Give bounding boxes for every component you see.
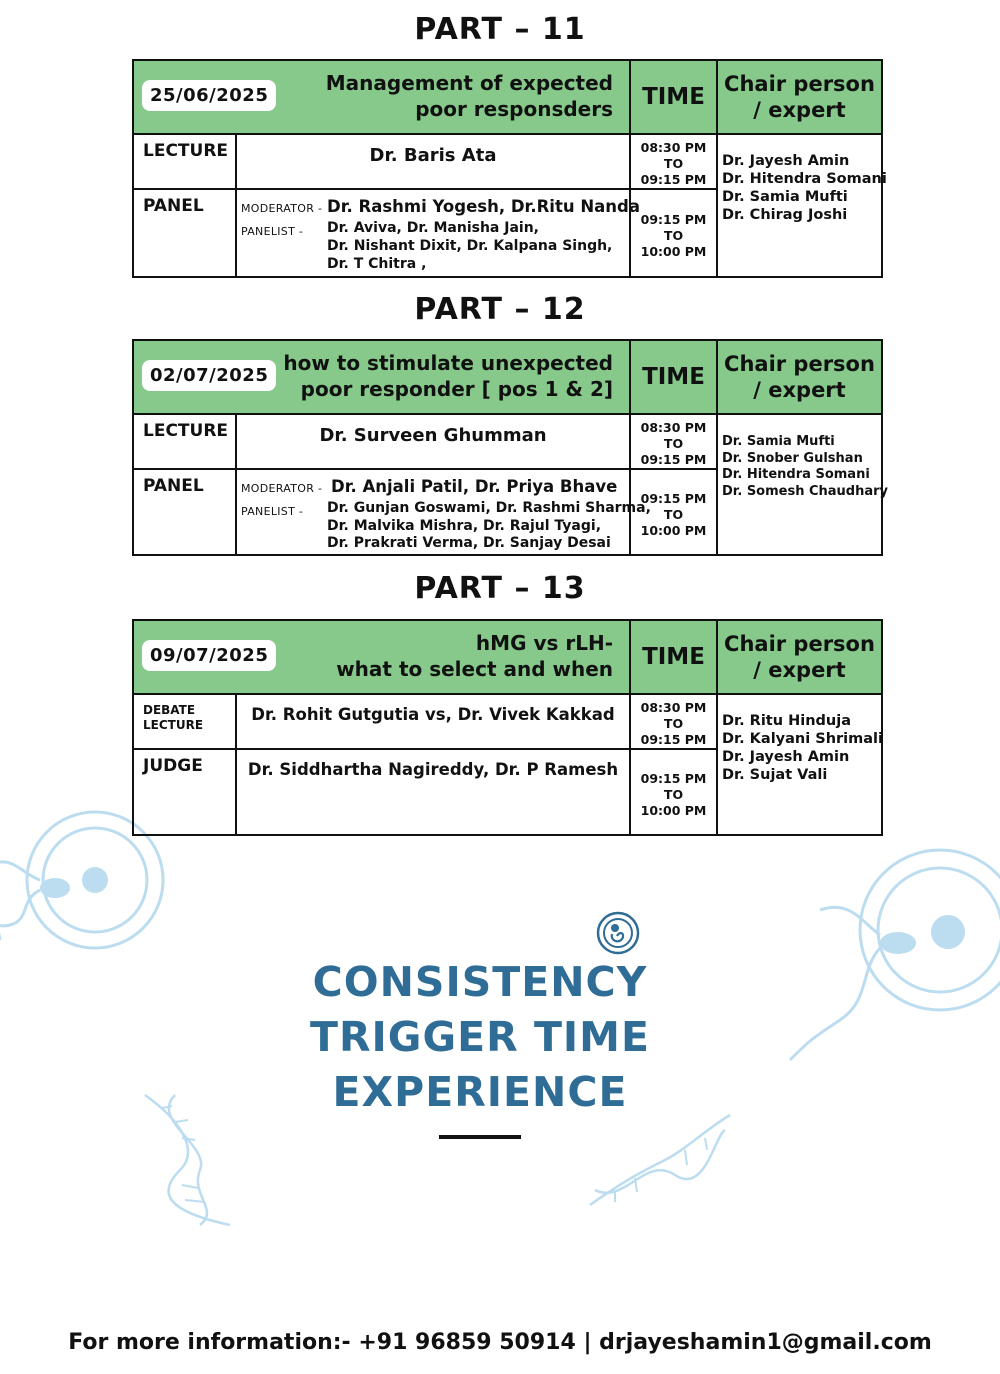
panel-details: MODERATOR - Dr. Anjali Patil, Dr. Priya … <box>235 468 651 556</box>
panel-details: MODERATOR - Dr. Rashmi Yogesh, Dr.Ritu N… <box>235 188 640 278</box>
lecture-speaker: Dr. Surveen Ghumman <box>235 413 631 470</box>
tagline-line: TRIGGER TIME <box>310 1013 650 1061</box>
tagline-line: EXPERIENCE <box>332 1068 628 1116</box>
tagline-line: CONSISTENCY <box>312 958 648 1006</box>
date-badge: 02/07/2025 <box>142 360 277 391</box>
session-type: LECTURE <box>132 413 237 470</box>
time-header: TIME <box>629 339 718 415</box>
debate-speakers: Dr. Rohit Gutgutia vs, Dr. Vivek Kakkad <box>235 693 631 750</box>
part-title: PART – 13 <box>414 571 586 606</box>
cell-illustration-left <box>0 810 165 950</box>
judge-names: Dr. Siddhartha Nagireddy, Dr. P Ramesh <box>235 748 631 836</box>
moderator-names: Dr. Anjali Patil, Dr. Priya Bhave <box>331 477 618 496</box>
part-title: PART – 11 <box>414 12 586 47</box>
session-type: PANEL <box>132 188 237 278</box>
session-topic: hMG vs rLH-what to select and when <box>336 631 613 681</box>
panelist-label: PANELIST - <box>241 505 304 518</box>
session-type: LECTURE <box>132 133 237 190</box>
tagline: CONSISTENCY TRIGGER TIME EXPERIENCE <box>0 955 960 1120</box>
moderator-label: MODERATOR - <box>241 202 323 215</box>
cell-illustration-right <box>788 848 1000 1062</box>
chair-header: Chair person/ expert <box>716 619 883 695</box>
date-badge: 09/07/2025 <box>142 640 277 671</box>
fertility-logo-icon <box>596 911 640 955</box>
time-header: TIME <box>629 619 718 695</box>
chair-header: Chair person/ expert <box>716 59 883 135</box>
time-header: TIME <box>629 59 718 135</box>
schedule-table: 09/07/2025 hMG vs rLH-what to select and… <box>132 619 883 836</box>
panelist-names: Dr. Aviva, Dr. Manisha Jain,Dr. Nishant … <box>327 220 613 272</box>
divider <box>439 1135 521 1139</box>
date-badge: 25/06/2025 <box>142 80 277 111</box>
moderator-names: Dr. Rashmi Yogesh, Dr.Ritu Nanda <box>327 197 640 216</box>
chair-header: Chair person/ expert <box>716 339 883 415</box>
panelist-names: Dr. Gunjan Goswami, Dr. Rashmi Sharma,Dr… <box>327 500 651 551</box>
session-type: JUDGE <box>132 748 237 836</box>
part-title: PART – 12 <box>414 292 586 327</box>
session-type: PANEL <box>132 468 237 556</box>
dna-illustration-right <box>589 1113 731 1207</box>
topic-header: 09/07/2025 hMG vs rLH-what to select and… <box>132 619 631 695</box>
dna-illustration-left <box>144 1093 231 1227</box>
panelist-label: PANELIST - <box>241 225 304 238</box>
lecture-speaker: Dr. Baris Ata <box>235 133 631 190</box>
moderator-label: MODERATOR - <box>241 482 323 495</box>
contact-footer: For more information:- +91 96859 50914 |… <box>68 1330 932 1355</box>
